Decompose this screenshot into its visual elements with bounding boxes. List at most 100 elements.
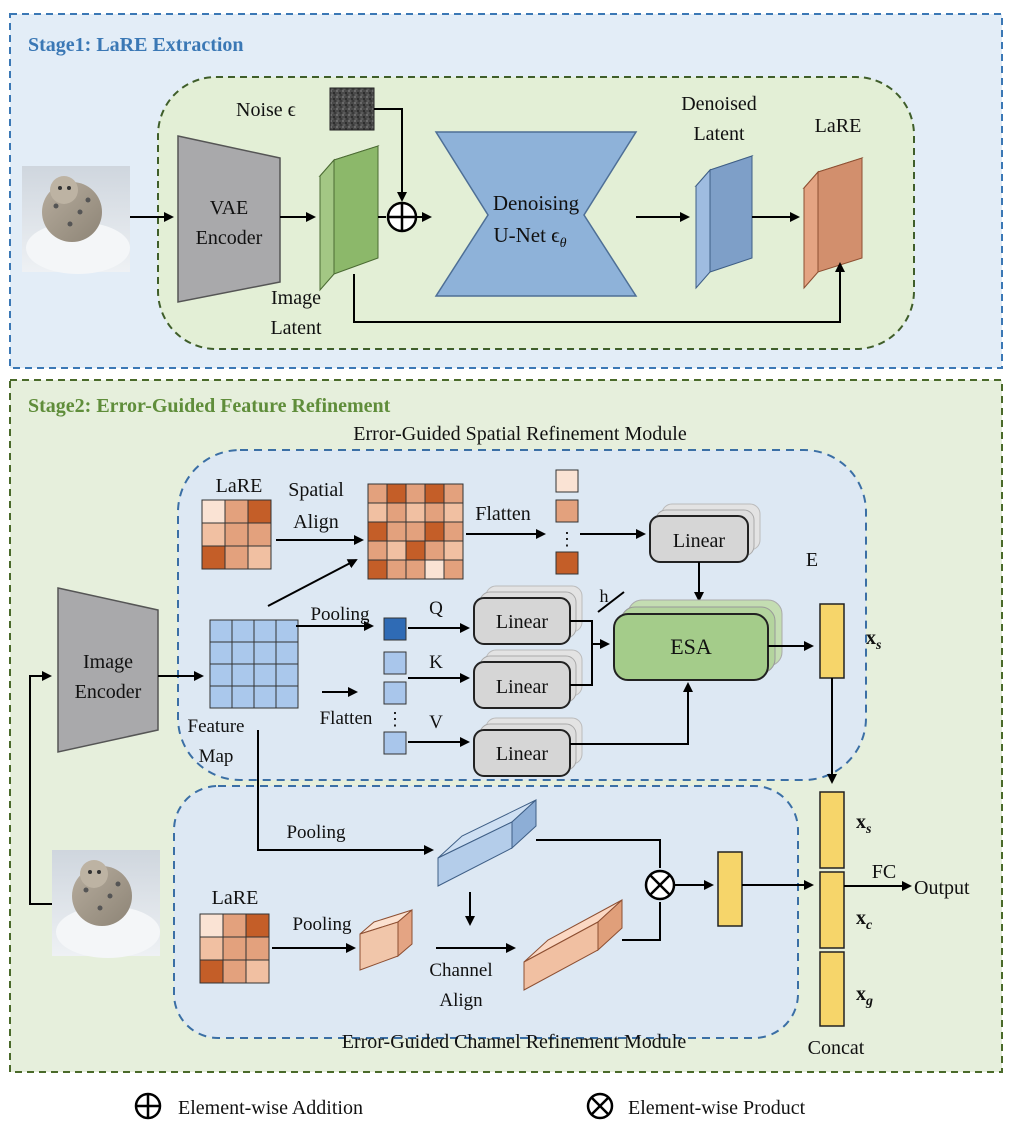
lare-cell: [201, 522, 226, 547]
legend-product-icon: [586, 1092, 614, 1120]
lare-grid-spatial: [201, 499, 272, 570]
arrow-linear-v-to-esa: [570, 682, 693, 745]
feature-map-label-1: Feature: [188, 716, 245, 737]
legend-addition-icon: [134, 1092, 162, 1120]
lare-pooling-label: Pooling: [292, 914, 352, 935]
flatten-label-top: Flatten: [475, 503, 531, 525]
lare-cell: [201, 545, 226, 570]
stage2-title: Stage2: Error-Guided Feature Refinement: [28, 395, 391, 417]
feature-map-cell: [253, 685, 277, 709]
aligned-lare-cell: [405, 483, 426, 504]
pooled-lare-cube: [359, 908, 413, 971]
lare-slab: [802, 156, 864, 290]
arrow-linear-k-to-esa: [570, 644, 593, 686]
aligned-lare-cell: [386, 540, 407, 561]
esa-label: ESA: [670, 634, 712, 659]
v-label: V: [429, 712, 443, 733]
feature-map-cell: [231, 641, 255, 665]
xc-feature-bar: [717, 851, 743, 927]
linear-v-label: Linear: [496, 743, 549, 765]
feature-map-cell: [209, 685, 233, 709]
aligned-lare-cell: [424, 540, 445, 561]
unet-label-1: Denoising: [493, 191, 580, 215]
channel-align-label-1: Channel: [429, 960, 492, 981]
aligned-lare-cell: [386, 483, 407, 504]
lare-cell: [247, 499, 272, 524]
h-label: h: [600, 586, 609, 606]
output-label: Output: [914, 877, 970, 899]
lare-grid-channel: [199, 913, 270, 984]
feature-map-cell: [209, 663, 233, 687]
feature-map-cell: [253, 619, 277, 643]
feature-map-cell: [275, 641, 299, 665]
aligned-lare-cell: [367, 540, 388, 561]
image-latent-label-1: Image: [271, 287, 321, 309]
aligned-lare-cell: [443, 521, 464, 542]
feature-map-cell: [209, 641, 233, 665]
aligned-lare-cell: [386, 559, 407, 580]
aligned-lare-cell: [424, 521, 445, 542]
lare-cell: [224, 499, 249, 524]
lare-grid-aligned: [367, 483, 464, 580]
lare-label-spatial: LaRE: [216, 475, 263, 497]
feature-map-cell: [209, 619, 233, 643]
linear-k-label: Linear: [496, 676, 549, 698]
arrow-pooled-to-product: [536, 839, 661, 868]
q-label: Q: [429, 598, 443, 619]
lare-label: LaRE: [815, 115, 862, 137]
feature-map-cell: [275, 619, 299, 643]
svg-text:⋮: ⋮: [386, 709, 404, 729]
lare-cell: [199, 959, 224, 984]
linear-layer-k: [473, 649, 583, 709]
lare-cell: [201, 499, 226, 524]
xs-feature-bar: [819, 603, 845, 679]
spatial-module-title: Error-Guided Spatial Refinement Module: [353, 423, 687, 445]
lare-cell: [245, 959, 270, 984]
unet-label-2: U-Net ϵθ: [493, 223, 566, 251]
image-latent-slab: [318, 144, 380, 292]
aligned-lare-cell: [367, 521, 388, 542]
aligned-lare-cell: [367, 559, 388, 580]
channel-module-title: Error-Guided Channel Refinement Module: [342, 1031, 687, 1053]
fc-label: FC: [872, 861, 896, 883]
input-image-snow-leopard: [22, 166, 130, 274]
concat-xg-label: xg: [856, 983, 873, 1009]
legend-product-label: Element-wise Product: [628, 1097, 806, 1119]
xs-label: xs: [866, 627, 882, 653]
query-vector: [383, 617, 407, 641]
legend-addition-label: Element-wise Addition: [178, 1097, 363, 1119]
feature-map-cell: [253, 663, 277, 687]
feature-map-cell: [231, 619, 255, 643]
linear-top-label: Linear: [673, 530, 726, 552]
arrow-latent-to-lare: [353, 262, 845, 323]
lare-cell: [224, 522, 249, 547]
linear-q-label: Linear: [496, 611, 549, 633]
aligned-lare-cell: [405, 559, 426, 580]
lare-cell: [199, 913, 224, 938]
concat-label: Concat: [808, 1037, 865, 1059]
spatial-align-label-2: Align: [293, 511, 339, 533]
concat-vector: [819, 791, 845, 1027]
lare-cell: [199, 936, 224, 961]
noise-label: Noise ϵ: [236, 99, 296, 121]
input-image-snow-leopard-2: [52, 850, 160, 958]
denoised-latent-slab: [694, 154, 754, 290]
aligned-lare-cell: [386, 502, 407, 523]
arrow-aligned-to-product: [622, 902, 661, 941]
lare-cell: [222, 913, 247, 938]
denoised-label-2: Latent: [693, 123, 745, 145]
spatial-align-label-1: Spatial: [288, 479, 344, 501]
vae-encoder-label-2: Encoder: [196, 227, 263, 249]
aligned-lare-cell: [367, 483, 388, 504]
feature-map-cell: [275, 685, 299, 709]
image-encoder-block: [57, 587, 159, 753]
feature-map-cell: [275, 663, 299, 687]
feature-map-cell: [231, 663, 255, 687]
aligned-lare-cell: [405, 502, 426, 523]
lare-cell: [247, 522, 272, 547]
arrow-linear-q-to-esa: [570, 620, 610, 649]
aligned-lare-bar: [523, 898, 623, 991]
pooling-label-spatial: Pooling: [310, 604, 370, 625]
lare-cell: [222, 959, 247, 984]
image-latent-label-2: Latent: [270, 317, 322, 339]
